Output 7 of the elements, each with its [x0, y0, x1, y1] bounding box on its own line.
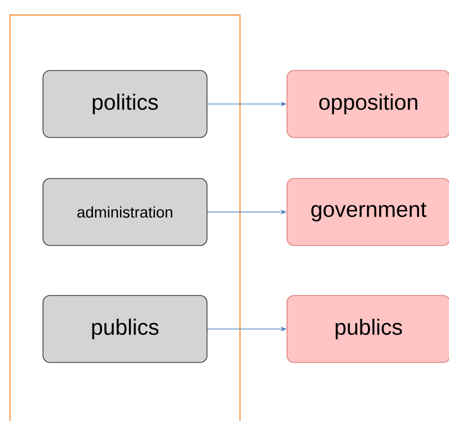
process-box: publics [42, 295, 208, 363]
result-box: government [286, 178, 449, 246]
process-box: politics [42, 70, 208, 138]
container-frame [9, 14, 241, 421]
process-box: administration [42, 178, 208, 246]
result-box: opposition [286, 70, 449, 138]
result-box: publics [286, 295, 449, 363]
